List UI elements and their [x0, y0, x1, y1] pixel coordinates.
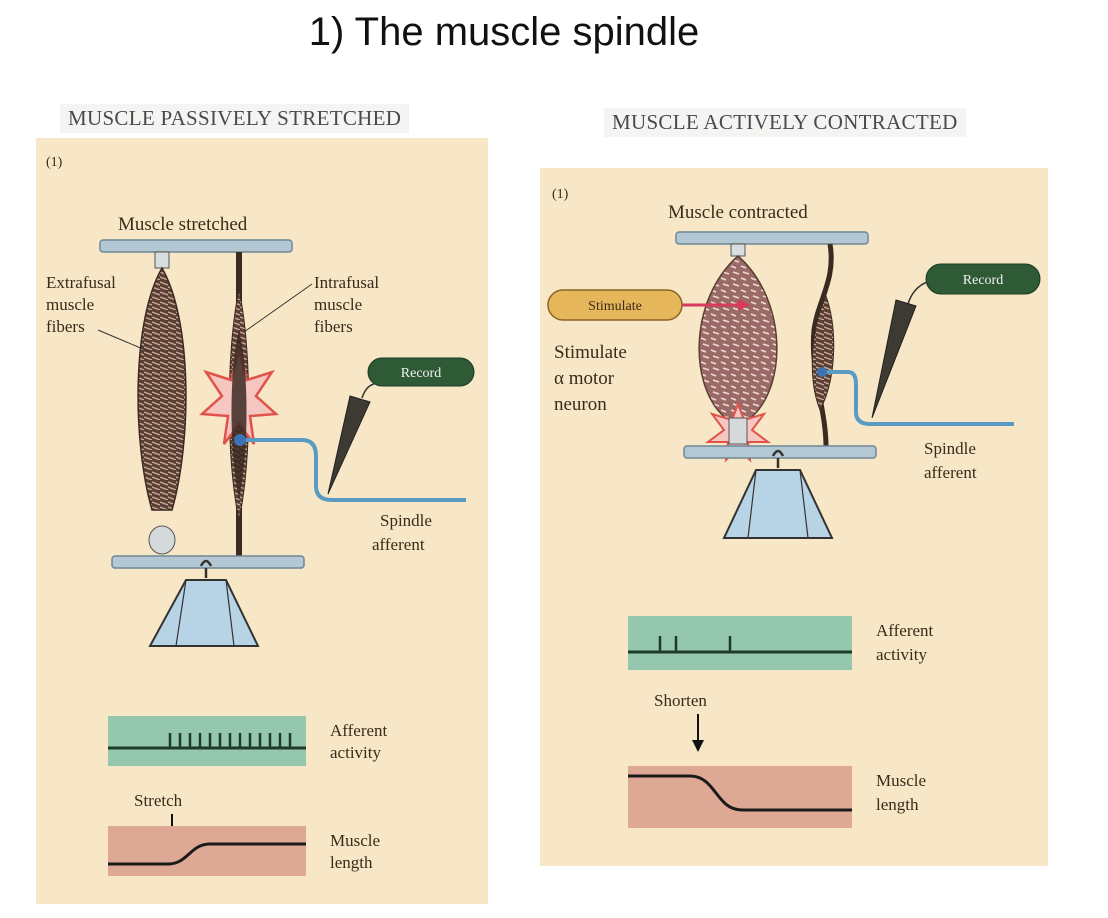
left-weight-edges: [175, 579, 235, 647]
left-extrafusal-leader: [97, 329, 151, 353]
left-electrode-wire: [361, 383, 375, 399]
right-weight-hook: [771, 449, 785, 468]
left-record-label: Record: [401, 366, 441, 381]
left-afferent-line1: Spindle: [380, 511, 432, 530]
left-top-bar: [99, 239, 293, 253]
electrode-icon: [327, 395, 371, 495]
left-intrafusal-line1: Intrafusal: [314, 273, 379, 292]
left-activity-box: [108, 716, 306, 766]
right-tendon-top: [730, 243, 746, 257]
left-extrafusal-line1: Extrafusal: [46, 273, 116, 292]
left-intrafusal-line2: muscle: [314, 295, 362, 314]
right-shorten-label: Shorten: [654, 691, 707, 710]
right-record-label: Record: [963, 273, 1003, 288]
right-panel-heading: MUSCLE ACTIVELY CONTRACTED: [604, 108, 966, 137]
right-afferent-line1: Spindle: [924, 439, 976, 458]
left-weight-hook: [199, 559, 213, 578]
left-extrafusal-line2: muscle: [46, 295, 94, 314]
left-spindle-afferent-line: [240, 438, 466, 502]
right-stimulate-line2: α motor: [554, 368, 615, 389]
right-length-line1: Muscle: [876, 771, 926, 790]
right-spindle-afferent-line: [822, 370, 1014, 426]
right-weight-edges: [747, 469, 809, 539]
left-panel: [36, 138, 488, 904]
right-top-label: Muscle contracted: [668, 202, 808, 223]
left-intrafusal-leader: [243, 283, 313, 333]
right-stimulate-line3: neuron: [554, 394, 607, 415]
left-activity-line1: Afferent: [330, 721, 388, 740]
left-length-line2: length: [330, 853, 373, 872]
left-stretch-label: Stretch: [134, 791, 183, 810]
left-tendon-top: [154, 251, 170, 269]
left-extrafusal-muscle: [137, 266, 187, 511]
left-step-label: (1): [46, 155, 63, 170]
right-intrafusal-rod: [810, 243, 834, 447]
stimulate-pill-label: Stimulate: [588, 299, 642, 314]
left-activity-spikes: [168, 733, 292, 748]
right-length-trace: [628, 774, 852, 812]
left-activity-line2: activity: [330, 743, 381, 762]
right-activity-spikes: [658, 636, 732, 652]
right-activity-line1: Afferent: [876, 621, 934, 640]
right-intrafusal-fiber: [811, 294, 835, 412]
right-activity-box: [628, 616, 852, 670]
left-intrafusal-line3: fibers: [314, 317, 353, 336]
right-afferent-ending: [817, 367, 827, 377]
right-weight-icon: [722, 469, 834, 539]
left-tendon-bottom: [148, 525, 176, 555]
right-afferent-line2: afferent: [924, 463, 977, 482]
left-afferent-ending: [234, 434, 246, 446]
right-record-pill: [925, 263, 1041, 295]
right-arrow-head: [692, 740, 704, 752]
left-length-trace: [108, 842, 306, 866]
left-length-line1: Muscle: [330, 831, 380, 850]
right-top-bar: [675, 231, 869, 245]
left-length-box: [108, 826, 306, 876]
right-tendon-bottom: [728, 417, 748, 445]
right-extrafusal-muscle: [698, 255, 778, 421]
left-afferent-line2: afferent: [372, 535, 425, 554]
stimulate-arrow-head: [738, 299, 750, 311]
weight-icon: [148, 579, 260, 647]
right-activity-line2: activity: [876, 645, 927, 664]
left-panel-heading: MUSCLE PASSIVELY STRETCHED: [60, 104, 410, 133]
left-intrafusal-core: [231, 330, 247, 500]
slide-title: 1) The muscle spindle: [308, 10, 700, 54]
left-extrafusal-line3: fibers: [46, 317, 85, 336]
right-step-label: (1): [552, 187, 569, 202]
left-top-label: Muscle stretched: [118, 214, 248, 235]
left-record-pill: [367, 357, 475, 387]
right-length-line2: length: [876, 795, 919, 814]
right-electrode-icon: [871, 299, 917, 419]
right-stimulate-line1: Stimulate: [554, 342, 627, 363]
